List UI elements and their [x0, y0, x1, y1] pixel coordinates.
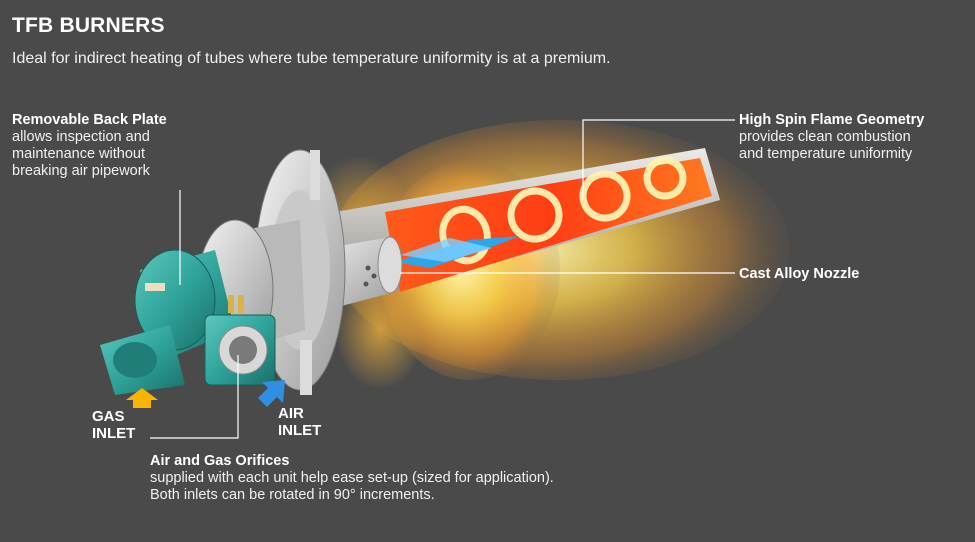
back-plate-heading: Removable Back Plate	[12, 112, 167, 128]
nozzle-heading: Cast Alloy Nozzle	[739, 266, 860, 282]
page-title: TFB BURNERS	[12, 14, 165, 37]
callout-orifices: Air and Gas Orifices supplied with each …	[150, 453, 670, 504]
callout-flame-geometry: High Spin Flame Geometry provides clean …	[739, 112, 969, 163]
flame-geometry-heading: High Spin Flame Geometry	[739, 112, 925, 128]
air-inlet-label: AIR INLET	[278, 405, 322, 439]
combustion-tube	[300, 148, 720, 312]
orifices-text: supplied with each unit help ease set-up…	[150, 470, 554, 503]
callout-nozzle: Cast Alloy Nozzle	[739, 266, 859, 283]
leader-lines	[150, 119, 735, 439]
gas-inlet-arrow	[126, 388, 158, 408]
page-subtitle: Ideal for indirect heating of tubes wher…	[12, 50, 611, 67]
gas-inlet-label: GAS INLET	[92, 408, 136, 442]
air-inlet-arrow	[258, 380, 285, 407]
orifices-heading: Air and Gas Orifices	[150, 453, 290, 469]
callout-back-plate: Removable Back Plate allows inspection a…	[12, 112, 212, 180]
back-plate-text: allows inspection and maintenance withou…	[12, 129, 150, 179]
burner-body	[100, 219, 305, 395]
flame-geometry-text: provides clean combustion and temperatur…	[739, 129, 913, 162]
